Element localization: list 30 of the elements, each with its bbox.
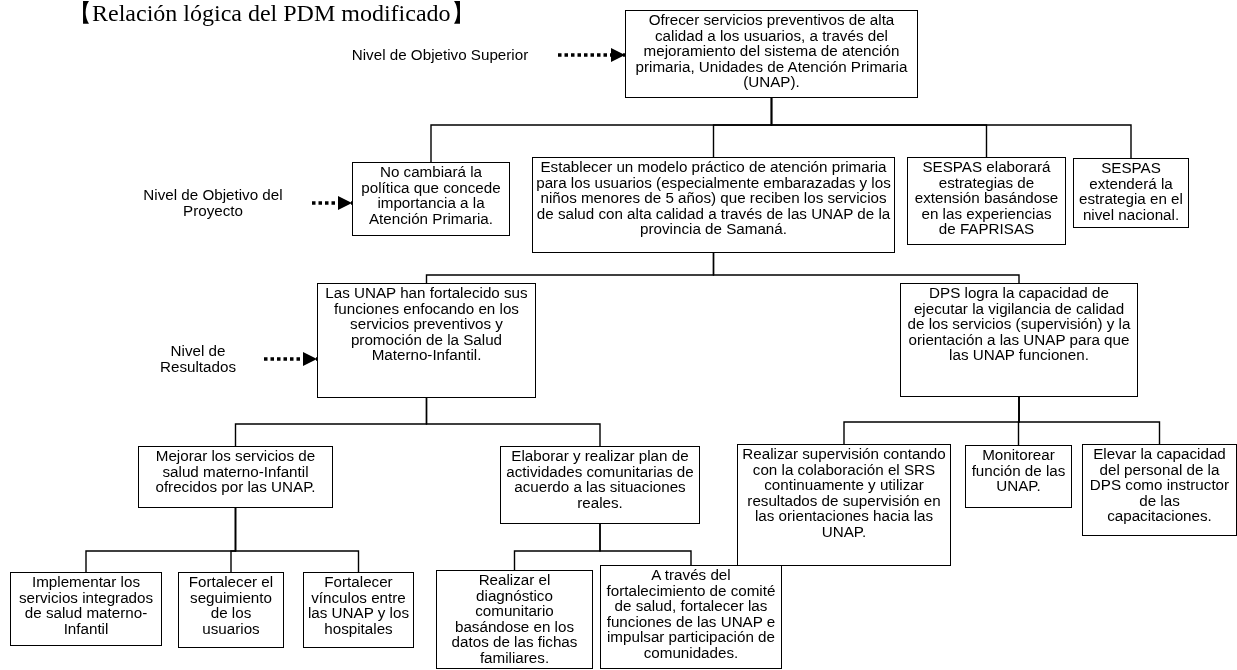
objective-box: Elaborar y realizar plan de actividades comunitarias de acuerdo a las situaciones reales.: [500, 446, 700, 524]
arrow: [558, 48, 625, 62]
level-label: Nivel de Resultados: [150, 342, 246, 376]
objective-box: No cambiará la política que concede importancia a la Atención Primaria.: [352, 162, 510, 236]
connector: [425, 397, 601, 447]
objective-box: Implementar los servicios integrados de salud materno-Infantil: [10, 572, 162, 646]
objective-box: Mejorar los servicios de salud materno-Infantil ofrecidos por las UNAP.: [138, 446, 333, 508]
title: 【Relación lógica del PDM modificado】: [68, 0, 475, 26]
objective-box: Elevar la capacidad del personal de la DPS como instructor de las capacitaciones.: [1082, 444, 1237, 536]
objective-box: DPS logra la capacidad de ejecutar la vigilancia de calidad de los servicios (supervisión) y la orientación a las UNAP para que las UNAP funcionen.: [900, 283, 1138, 397]
level-label: Nivel de Objetivo del Proyecto: [132, 186, 294, 220]
objective-box: Ofrecer servicios preventivos de alta calidad a los usuarios, a través del mejoramiento del sistema de atención primaria, Unidades de Atención Primaria (UNAP).: [625, 10, 918, 98]
connector: [1018, 396, 1161, 445]
connector: [712, 252, 1020, 284]
connector: [770, 97, 1132, 159]
level-label: Nivel de Objetivo Superior: [340, 46, 540, 64]
objective-box: Las UNAP han fortalecido sus funciones enfocando en los servicios preventivos y promoción de la Salud Materno-Infantil.: [317, 283, 536, 398]
arrow: [312, 196, 352, 210]
objective-box: Realizar supervisión contando con la colaboración el SRS continuamente y utilizar resultados de supervisión en las orientaciones hacia las UNAP.: [737, 444, 951, 566]
connector: [599, 523, 692, 566]
objective-box: Realizar el diagnóstico comunitario basándose en los datos de las fichas familiares.: [436, 570, 593, 669]
objective-box: Establecer un modelo práctico de atención primaria para los usuarios (especialmente embarazadas y los niños menores de 5 años) que reciben los servicios de salud con alta calidad a través de las UNAP de la provincia de Samaná.: [532, 157, 895, 253]
objective-box: Monitorear función de las UNAP.: [965, 445, 1072, 508]
objective-box: SESPAS extenderá la estrategia en el nivel nacional.: [1073, 158, 1189, 228]
objective-box: SESPAS elaborará estrategias de extensión basándose en las experiencias de FAPRISAS: [907, 157, 1066, 245]
objective-box: A través del fortalecimiento de comité de salud, fortalecer las funciones de las UNAP e impulsar participación de comunidades.: [600, 565, 782, 669]
connector: [234, 507, 360, 573]
objective-box: Fortalecer el seguimiento de los usuarios: [178, 572, 284, 648]
arrow: [264, 352, 317, 366]
objective-box: Fortalecer vínculos entre las UNAP y los hospitales: [303, 572, 414, 648]
